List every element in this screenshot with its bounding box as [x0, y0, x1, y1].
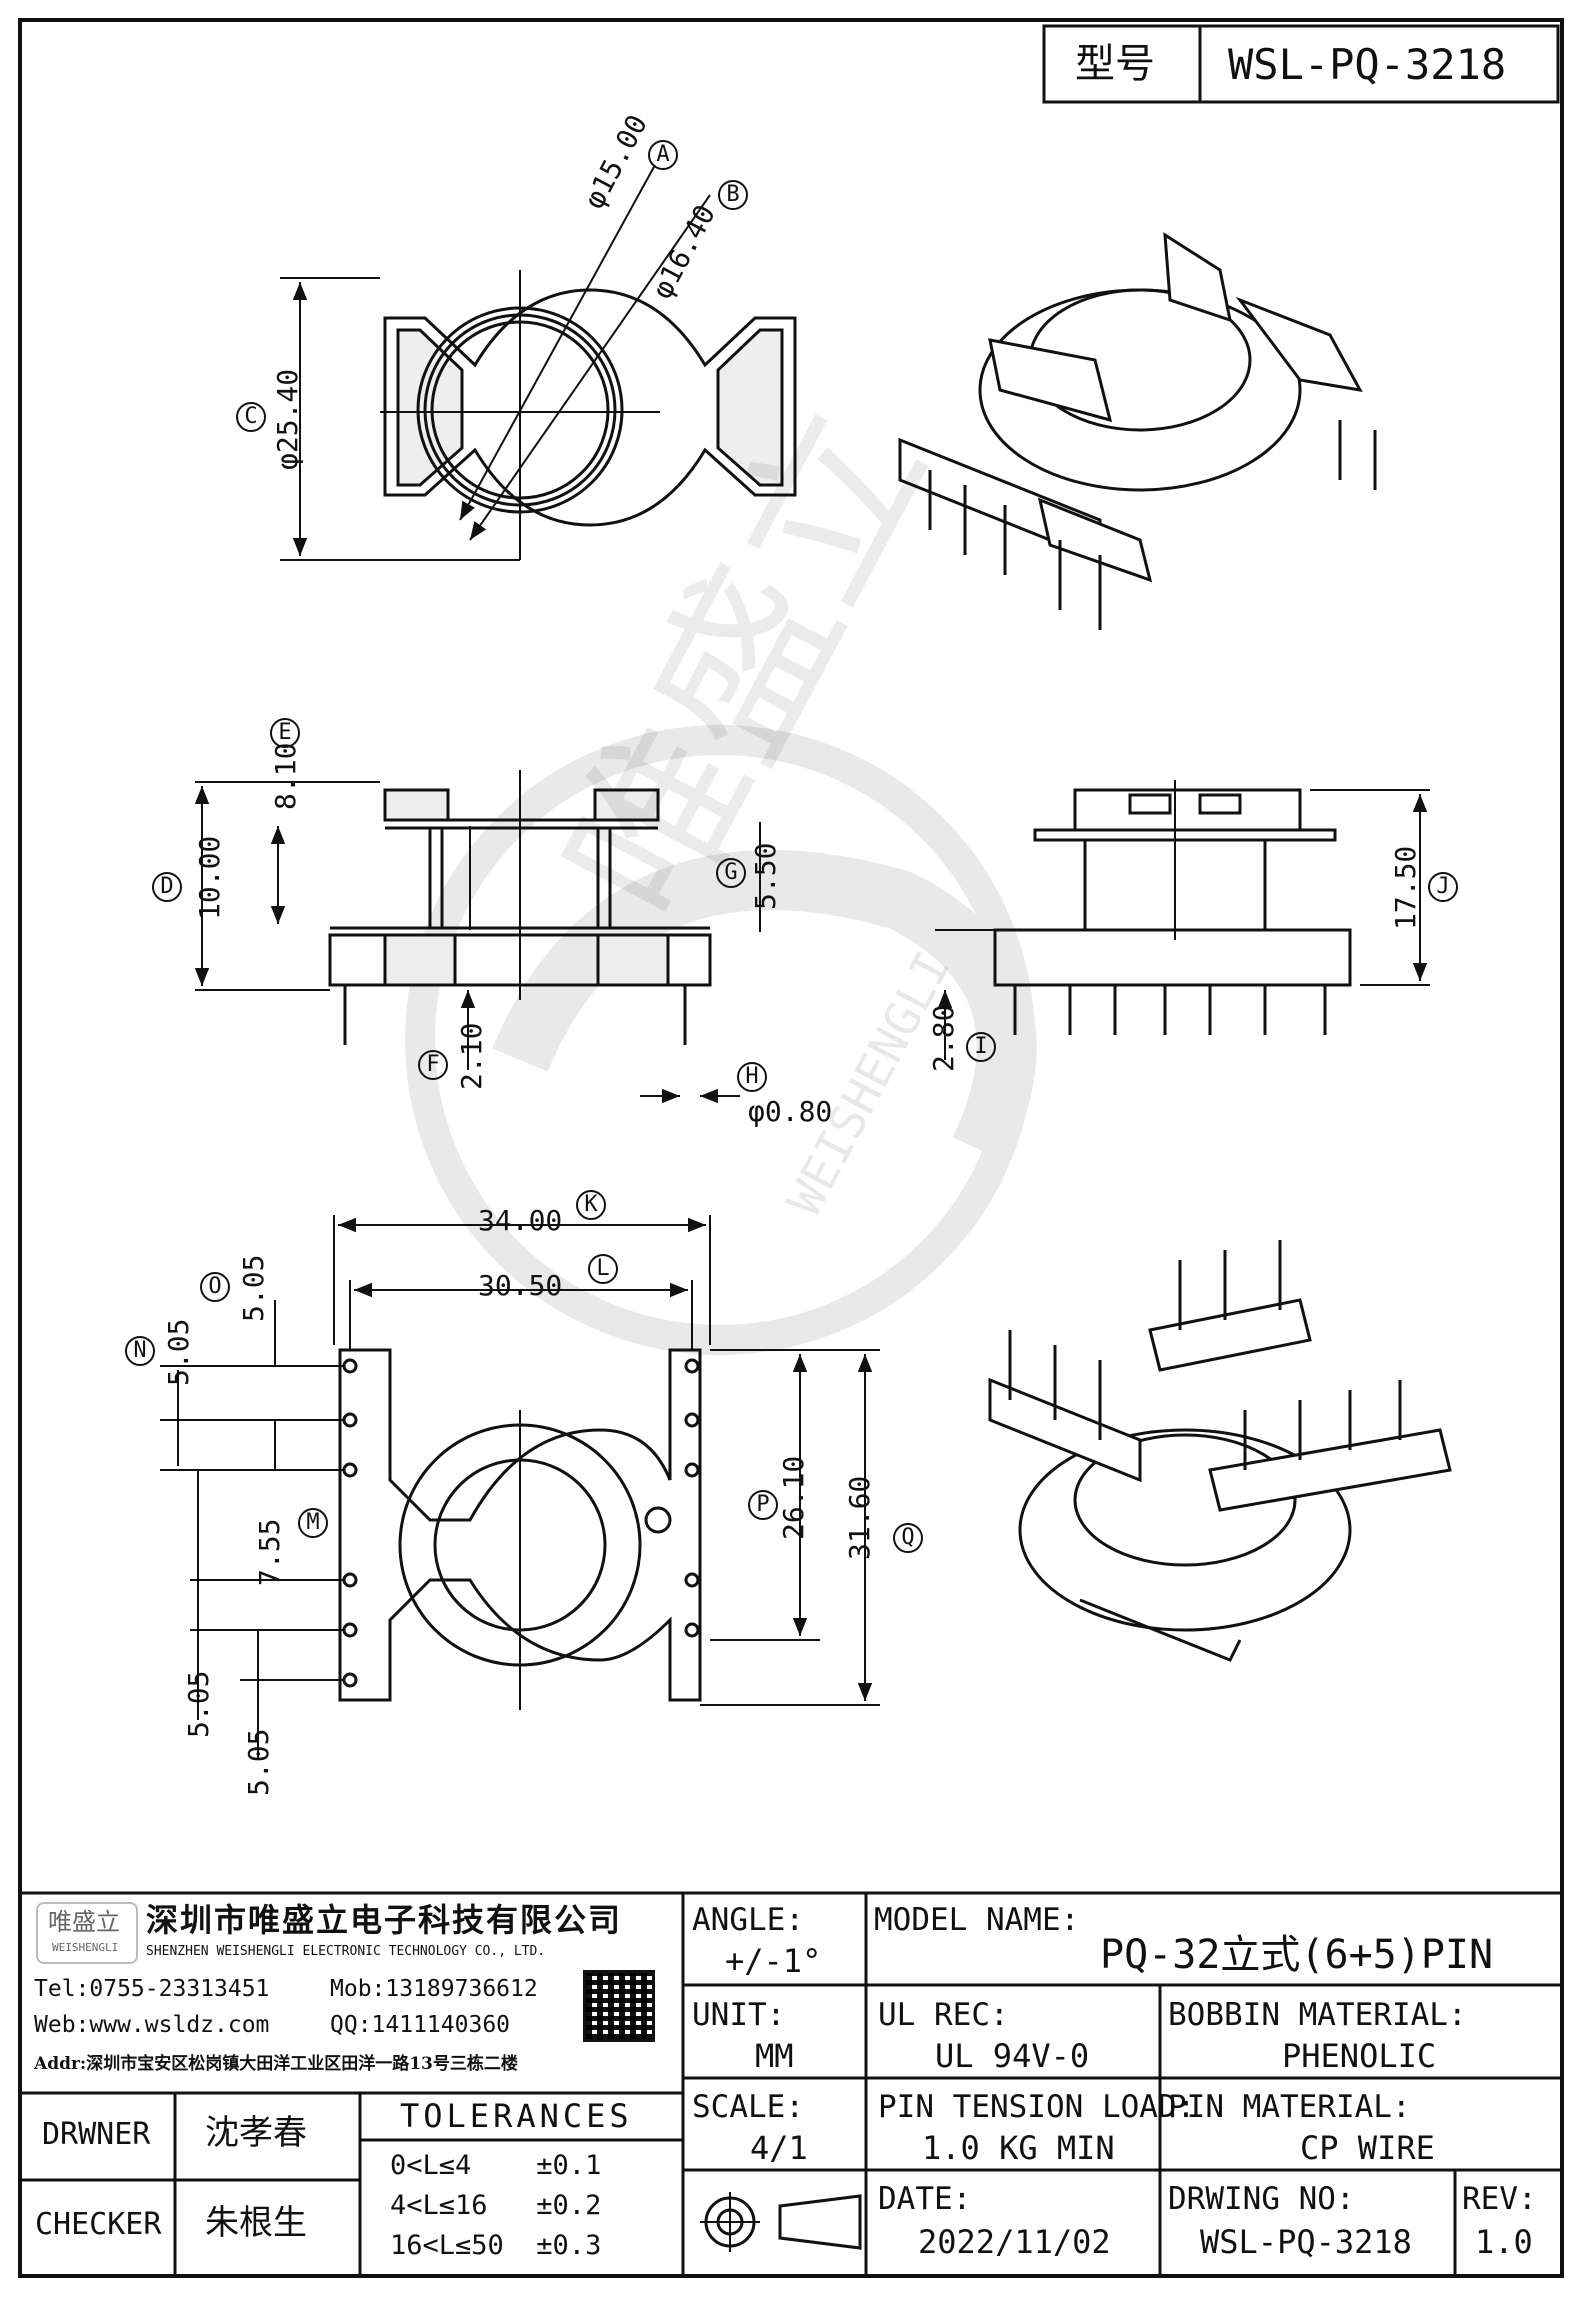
header-model-label: 型号 [1075, 41, 1155, 87]
company-qq: QQ:1411140360 [330, 2012, 511, 2038]
company-logo-text: 唯盛立 [48, 1908, 120, 1936]
dim-tag-M: M [298, 1508, 328, 1538]
dim-tag-J: J [1428, 872, 1458, 902]
title-block-grid [20, 1891, 1562, 2276]
dim-tag-L: L [588, 1254, 618, 1284]
dim-tag-H: H [737, 1062, 767, 1092]
dim-tag-D: D [152, 872, 182, 902]
drawing-no-label: DRWING NO: [1168, 2181, 1355, 2217]
dim-tag-C: C [236, 402, 266, 432]
company-name-cn: 深圳市唯盛立电子科技有限公司 [146, 1901, 623, 1939]
ul-label: UL REC: [878, 1997, 1009, 2033]
drawer-value: 沈孝春 [205, 2113, 307, 2153]
dim-value-D: 10.00 [193, 835, 226, 920]
dim-value-N: 5.05 [162, 1318, 195, 1386]
scale-label: SCALE: [692, 2089, 804, 2125]
company-logo-sub: WEISHENGLI [52, 1941, 119, 1954]
dim-value-bottom-1: 5.05 [182, 1670, 215, 1738]
rev-value: 1.0 [1475, 2223, 1533, 2261]
dim-value-E: 8.10 [269, 742, 302, 810]
bottom-view [160, 1215, 880, 1760]
dim-tag-G: G [716, 858, 746, 888]
dim-value-K: 34.00 [478, 1204, 563, 1237]
dim-tag-O: O [200, 1272, 230, 1302]
dim-value-J: 17.50 [1389, 845, 1422, 930]
model-name-label: MODEL NAME: [874, 1902, 1080, 1938]
company-logo: 唯盛立 WEISHENGLI [36, 1902, 138, 1964]
dim-value-O: 5.05 [237, 1254, 270, 1322]
model-name-value: PQ-32立式(6+5)PIN [1100, 1932, 1494, 1978]
bobbin-material-value: PHENOLIC [1282, 2037, 1437, 2075]
company-mob: Mob:13189736612 [330, 1976, 538, 2002]
dim-tag-N: N [125, 1336, 155, 1366]
tol-row-3: 16<L≤50 ±0.3 [390, 2230, 602, 2261]
drawing-border [18, 18, 1564, 2278]
dim-tag-A: A [648, 140, 678, 170]
dim-tag-P: P [748, 1490, 778, 1520]
unit-label: UNIT: [692, 1997, 786, 2033]
company-web: Web:www.wsldz.com [34, 2012, 270, 2038]
side-view [935, 780, 1430, 1060]
top-view [280, 164, 797, 561]
dim-tag-E: E [270, 718, 300, 748]
qr-code [583, 1970, 655, 2042]
dim-value-L: 30.50 [478, 1269, 563, 1302]
scale-value: 4/1 [750, 2129, 808, 2167]
date-value: 2022/11/02 [918, 2223, 1111, 2261]
company-name-en: SHENZHEN WEISHENGLI ELECTRONIC TECHNOLOG… [146, 1944, 546, 1959]
drawing-no-value: WSL-PQ-3218 [1200, 2223, 1412, 2261]
company-addr: Addr:深圳市宝安区松岗镇大田洋工业区田洋一路13号三栋二楼 [34, 2054, 518, 2074]
rev-label: REV: [1462, 2181, 1537, 2217]
dim-tag-F: F [418, 1050, 448, 1080]
pin-material-label: PIN MATERIAL: [1168, 2089, 1411, 2125]
tolerances-label: TOLERANCES [400, 2097, 633, 2135]
iso-view-bottom [988, 1240, 1452, 1662]
pin-material-value: CP WIRE [1300, 2129, 1435, 2167]
dim-value-bottom-2: 5.05 [242, 1728, 275, 1796]
checker-label: CHECKER [35, 2207, 162, 2242]
dim-tag-K: K [576, 1190, 606, 1220]
tol-row-1: 0<L≤4 ±0.1 [390, 2150, 602, 2181]
dim-tag-Q: Q [893, 1523, 923, 1553]
dim-tag-I: I [966, 1032, 996, 1062]
dim-tag-B: B [718, 180, 748, 210]
dim-value-Q: 31.60 [843, 1475, 876, 1560]
dim-value-M: 7.55 [253, 1518, 286, 1586]
company-tel: Tel:0755-23313451 [34, 1976, 270, 2002]
angle-label: ANGLE: [692, 1902, 804, 1938]
date-label: DATE: [878, 2181, 972, 2217]
pin-tension-value: 1.0 KG MIN [922, 2129, 1115, 2167]
bobbin-material-label: BOBBIN MATERIAL: [1168, 1997, 1467, 2033]
drawer-label: DRWNER [42, 2117, 151, 2152]
dim-value-C: φ25.40 [271, 368, 304, 470]
unit-value: MM [755, 2037, 794, 2075]
pin-tension-label: PIN TENSION LOAD: [878, 2089, 1196, 2125]
iso-view-top [898, 232, 1377, 630]
angle-value: +/-1° [725, 1942, 822, 1980]
header-model-value: WSL-PQ-3218 [1228, 40, 1507, 89]
checker-value: 朱根生 [205, 2203, 307, 2243]
watermark-logo [405, 725, 1037, 1355]
dim-value-F: 2.10 [455, 1022, 488, 1090]
dim-value-H: φ0.80 [748, 1095, 833, 1128]
dim-value-P: 26.10 [777, 1455, 810, 1540]
tol-row-2: 4<L≤16 ±0.2 [390, 2190, 602, 2221]
header-box [1042, 24, 1560, 104]
front-view [194, 770, 761, 1104]
ul-value: UL 94V-0 [935, 2037, 1090, 2075]
